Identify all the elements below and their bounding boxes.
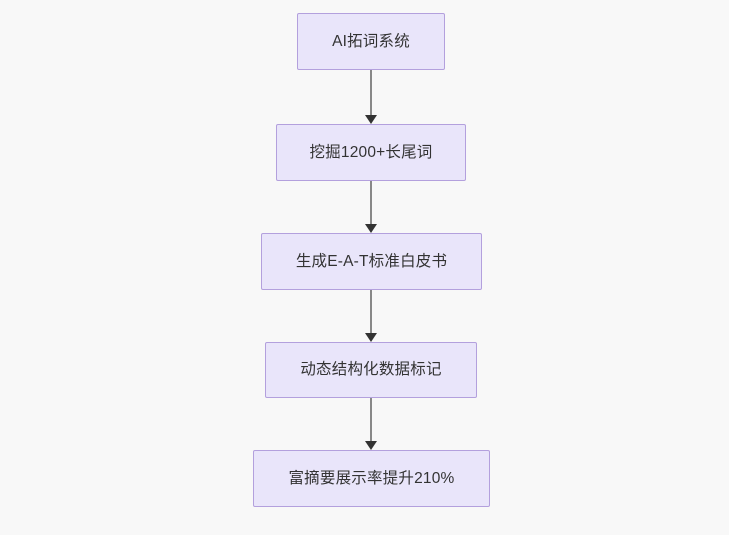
flow-node-label: AI拓词系统 — [332, 32, 410, 50]
flow-edge-2 — [364, 181, 378, 233]
flow-node-ai-keyword-system[interactable]: AI拓词系统 — [297, 13, 445, 70]
flow-node-label: 挖掘1200+长尾词 — [309, 143, 433, 161]
flow-edge-3 — [364, 290, 378, 342]
edge-line — [370, 70, 372, 115]
down-arrow-icon — [365, 224, 377, 233]
flow-node-dynamic-structured-data-markup[interactable]: 动态结构化数据标记 — [265, 342, 477, 398]
flow-node-label: 富摘要展示率提升210% — [288, 469, 455, 487]
flow-node-rich-snippet-impression-lift[interactable]: 富摘要展示率提升210% — [253, 450, 490, 507]
down-arrow-icon — [365, 115, 377, 124]
down-arrow-icon — [365, 441, 377, 450]
flow-node-mine-longtail-keywords[interactable]: 挖掘1200+长尾词 — [276, 124, 466, 181]
flow-node-label: 生成E-A-T标准白皮书 — [295, 252, 448, 270]
down-arrow-icon — [365, 333, 377, 342]
edge-line — [370, 181, 372, 224]
flow-node-label: 动态结构化数据标记 — [300, 361, 442, 379]
edge-line — [370, 398, 372, 441]
flow-edge-1 — [364, 70, 378, 124]
flow-node-generate-eat-whitepaper[interactable]: 生成E-A-T标准白皮书 — [261, 233, 482, 290]
edge-line — [370, 290, 372, 333]
flow-edge-4 — [364, 398, 378, 450]
